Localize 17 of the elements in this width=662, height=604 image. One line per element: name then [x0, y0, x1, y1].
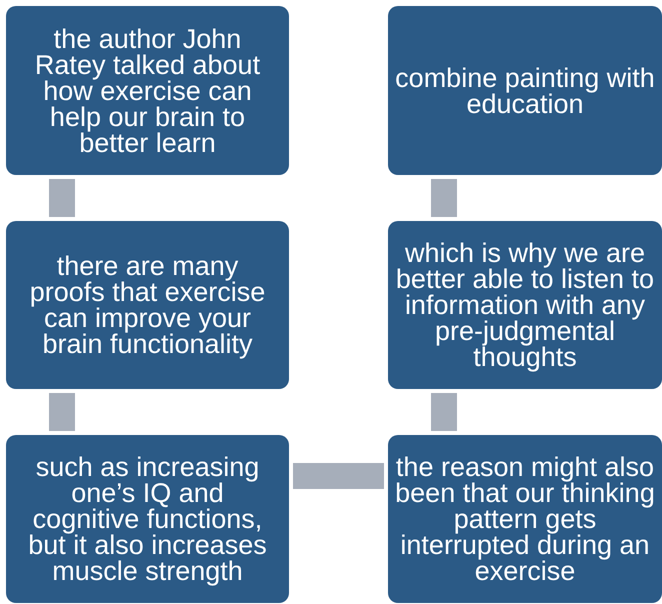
process-box	[6, 6, 289, 175]
process-box	[6, 221, 289, 389]
process-box	[6, 435, 289, 603]
process-box	[388, 435, 662, 603]
box-text: such as increasing one’s IQ and cognitive functions, but it also increases muscle strength	[27, 454, 268, 584]
box-text: there are many proofs that exercise can improve your brain functionality	[28, 253, 266, 357]
connector-bar	[49, 179, 75, 217]
box-text: the author John Ratey talked about how exercise can help our brain to better learn	[34, 26, 262, 156]
box-text: the reason might also been that our thinking pattern gets interrupted during an exercise	[394, 454, 656, 584]
process-box	[388, 221, 662, 389]
connector-bar	[293, 463, 384, 489]
connector-bar	[431, 179, 457, 217]
box-text: which is why we are better able to listen to information with any pre-judgmental thoughts	[394, 240, 656, 370]
process-box	[388, 6, 662, 175]
box-text: combine painting with education	[394, 64, 656, 116]
connector-bar	[431, 393, 457, 431]
connector-bar	[49, 393, 75, 431]
